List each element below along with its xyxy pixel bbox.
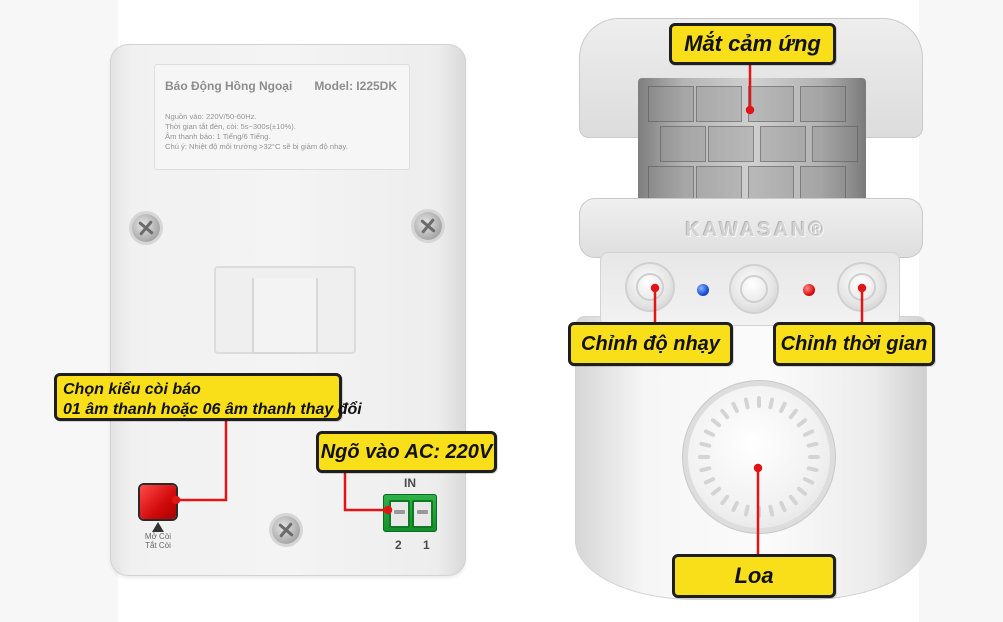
callout-siren-mode: Chọn kiểu còi báo 01 âm thanh hoặc 06 âm… bbox=[54, 373, 362, 421]
lens-facet bbox=[648, 166, 694, 202]
siren-mode-button[interactable] bbox=[140, 485, 176, 519]
speaker-rib bbox=[806, 465, 819, 473]
speaker-rib bbox=[743, 397, 751, 410]
speaker-rib bbox=[778, 500, 788, 513]
lens-facet bbox=[812, 126, 858, 162]
ac-input-terminal bbox=[383, 494, 437, 532]
speaker-rib bbox=[767, 397, 775, 410]
speaker-rib bbox=[703, 476, 716, 486]
terminal-label: IN bbox=[404, 476, 416, 490]
time-knob[interactable] bbox=[839, 264, 885, 310]
speaker-rib bbox=[730, 401, 740, 414]
lens-facet bbox=[760, 126, 806, 162]
callout-sensitivity: Chỉnh độ nhạy bbox=[568, 322, 733, 366]
callout-line: 01 âm thanh hoặc 06 âm thanh thay đổi bbox=[63, 401, 362, 418]
label-model: Model: I225DK bbox=[314, 79, 397, 93]
red-led-indicator bbox=[803, 284, 815, 296]
speaker-rib bbox=[806, 441, 819, 449]
mounting-bracket bbox=[214, 266, 356, 354]
lens-facet bbox=[696, 86, 742, 122]
label-specs: Nguồn vào: 220V/50-60Hz. Thời gian tắt đ… bbox=[165, 112, 348, 152]
right-margin bbox=[919, 0, 1003, 622]
speaker-rib bbox=[719, 494, 731, 506]
speaker-rib bbox=[719, 408, 731, 420]
lens-facet bbox=[748, 86, 794, 122]
speaker-rib bbox=[757, 396, 761, 408]
speaker-rib bbox=[787, 408, 799, 420]
screw-icon bbox=[132, 214, 160, 242]
terminal-number: 1 bbox=[423, 538, 430, 552]
spec-line: Chú ý: Nhiệt độ môi trường >32°C sẽ bị g… bbox=[165, 142, 348, 151]
speaker-rib bbox=[778, 401, 788, 414]
terminal-slot bbox=[389, 500, 410, 528]
caption-line: Tắt Còi bbox=[145, 541, 171, 550]
speaker-rib bbox=[699, 465, 712, 473]
arrow-up-icon bbox=[152, 522, 164, 532]
lens-facet bbox=[748, 166, 794, 202]
left-margin bbox=[0, 0, 118, 622]
sensitivity-knob[interactable] bbox=[627, 264, 673, 310]
speaker-rib bbox=[796, 417, 808, 429]
blue-led-indicator bbox=[697, 284, 709, 296]
lens-facet bbox=[648, 86, 694, 122]
speaker-rib bbox=[730, 500, 740, 513]
speaker-rib bbox=[796, 485, 808, 497]
speaker-rib bbox=[802, 428, 815, 438]
lens-facet bbox=[800, 86, 846, 122]
speaker-rib bbox=[699, 441, 712, 449]
spec-line: Thời gian tắt đèn, còi: 5s~300s(±10%). bbox=[165, 122, 296, 131]
spec-line: Nguồn vào: 220V/50-60Hz. bbox=[165, 112, 257, 121]
callout-ac-input: Ngõ vào AC: 220V bbox=[316, 431, 497, 473]
callout-time-adjust: Chỉnh thời gian bbox=[773, 322, 935, 366]
label-title: Báo Động Hồng Ngoại bbox=[165, 79, 293, 93]
callout-speaker: Loa bbox=[672, 554, 836, 598]
spec-line: Âm thanh báo: 1 Tiếng/6 Tiếng. bbox=[165, 132, 271, 141]
speaker-rib bbox=[743, 504, 751, 517]
terminal-number: 2 bbox=[395, 538, 402, 552]
speaker-rib bbox=[703, 428, 716, 438]
speaker-rib bbox=[710, 485, 722, 497]
sensor-collar bbox=[579, 198, 923, 258]
lens-facet bbox=[696, 166, 742, 202]
speaker-rib bbox=[757, 506, 761, 518]
pir-lens bbox=[638, 78, 866, 208]
speaker-grille bbox=[688, 386, 830, 528]
speaker-rib bbox=[808, 455, 820, 459]
mode-knob[interactable] bbox=[731, 266, 777, 312]
lens-facet bbox=[800, 166, 846, 202]
speaker-rib bbox=[698, 455, 710, 459]
screw-icon bbox=[272, 516, 300, 544]
screw-icon bbox=[414, 212, 442, 240]
speaker-rib bbox=[787, 494, 799, 506]
callout-sensor-eye: Mắt cảm ứng bbox=[669, 23, 836, 65]
brand-logo: KAWASAN® bbox=[685, 219, 827, 241]
callout-line: Chọn kiểu còi báo bbox=[63, 381, 201, 398]
caption-line: Mở Còi bbox=[144, 532, 172, 541]
lens-facet bbox=[708, 126, 754, 162]
lens-facet bbox=[660, 126, 706, 162]
siren-button-caption: Mở Còi Tắt Còi bbox=[132, 532, 184, 550]
speaker-rib bbox=[767, 504, 775, 517]
device-back-panel: Báo Động Hồng Ngoại Model: I225DK Nguồn … bbox=[110, 44, 466, 576]
terminal-slot bbox=[412, 500, 433, 528]
speaker-rib bbox=[802, 476, 815, 486]
spec-label-plate: Báo Động Hồng Ngoại Model: I225DK Nguồn … bbox=[154, 64, 410, 170]
speaker-rib bbox=[710, 417, 722, 429]
